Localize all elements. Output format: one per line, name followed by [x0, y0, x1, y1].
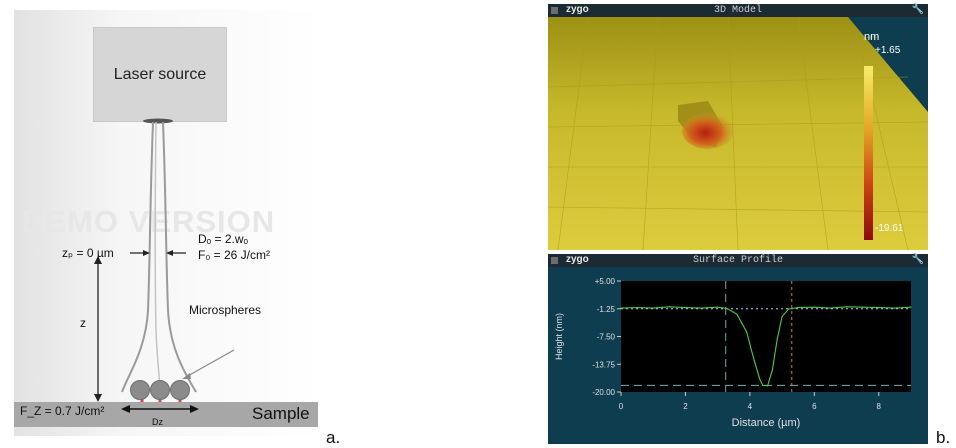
profile-title: Surface Profile [692, 255, 783, 266]
model-window: zygo 3D Model 🔧 [548, 4, 928, 250]
plot-area [621, 281, 911, 392]
laser-source-label: Laser source [113, 65, 207, 83]
x-tick-label: 2 [683, 402, 688, 411]
caption-a: a. [326, 428, 341, 447]
profile-point [717, 306, 719, 308]
profile-point [767, 385, 769, 387]
zp-label: zₚ = 0 µm [62, 246, 114, 260]
x-tick-label: 8 [877, 402, 882, 411]
profile-point [746, 331, 748, 333]
x-tick-label: 6 [812, 402, 817, 411]
profile-point [787, 308, 790, 310]
laser-source-box: Laser source [93, 27, 227, 122]
beam-diagram [94, 118, 235, 410]
profile-point [668, 306, 670, 308]
beam-right-edge [162, 121, 197, 393]
surface-3d-render [548, 17, 928, 250]
wrench-icon[interactable]: 🔧 [911, 255, 924, 266]
microsphere [150, 380, 170, 400]
dz-label: Dz [152, 417, 163, 427]
profile-titlebar: zygo Surface Profile 🔧 [548, 254, 928, 267]
sample-label: Sample [252, 404, 310, 423]
profile-point [726, 307, 728, 310]
profile-point [652, 307, 654, 309]
profile-point [829, 307, 832, 309]
microsphere [130, 380, 150, 400]
fz-label: F_Z = 0.7 J/cm² [20, 404, 105, 418]
profile-chart: +5.00 -1.25 -7.50 -13.75 -20.00 0 2 4 6 8Distance… [554, 277, 912, 429]
y-tick-label: -1.25 [597, 305, 616, 314]
microspheres-label: Microspheres [189, 303, 262, 317]
zygo-logo: zygo [566, 254, 589, 265]
profile-point [684, 307, 687, 309]
window-menu-icon[interactable] [551, 257, 558, 264]
profile-point [813, 306, 815, 308]
profile-point [797, 307, 799, 309]
y-tick-label: +5.00 [595, 277, 616, 286]
profile-point [862, 306, 864, 308]
profile-point [781, 315, 783, 318]
measurement-panel: zygo 3D Model 🔧 [548, 4, 950, 447]
demo-watermark: DEMO VERSION [22, 204, 276, 239]
x-tick-label: 0 [619, 402, 624, 411]
profile-point [845, 306, 848, 308]
colorbar-unit: nm [864, 31, 880, 43]
microsphere [170, 380, 190, 400]
y-tick-label: -7.50 [597, 333, 616, 342]
colorbar-min: -19.61 [875, 223, 904, 234]
x-axis-label: Distance (µm) [732, 417, 801, 429]
profile-series-line [620, 306, 912, 387]
sample-substrate [14, 402, 318, 427]
crater [682, 113, 734, 149]
y-axis-label: Height (nm) [554, 313, 564, 360]
profile-point [762, 384, 764, 386]
y-tick-label: -20.00 [592, 388, 615, 397]
y-tick-label: -13.75 [592, 360, 615, 369]
profile-point [771, 369, 774, 371]
profile-point [758, 378, 761, 380]
model-titlebar: zygo 3D Model 🔧 [548, 4, 928, 17]
colorbar [864, 66, 873, 240]
window-menu-icon[interactable] [551, 7, 558, 14]
model-title: 3D Model [713, 5, 762, 16]
z-label: z [80, 316, 86, 330]
profile-point [910, 306, 912, 308]
wrench-icon[interactable]: 🔧 [911, 5, 924, 16]
x-tick-label: 4 [748, 402, 753, 411]
dz-arrow-layer [121, 405, 199, 413]
profile-point [636, 307, 638, 309]
colorbar-max: +1.65 [875, 45, 901, 56]
fo-label: F₀ = 26 J/cm² [198, 248, 270, 262]
surface-plane [548, 17, 928, 250]
profile-point [894, 307, 896, 309]
profile-point [700, 307, 703, 309]
caption-b: b. [936, 428, 951, 447]
zygo-logo: zygo [566, 4, 589, 15]
lens-aperture [143, 118, 173, 124]
profile-point [878, 307, 880, 309]
beam-left-edge [121, 121, 154, 393]
profile-point [776, 338, 778, 340]
beam-center-line [154, 121, 161, 393]
profile-window: zygo Surface Profile 🔧 +5.00 -1.25 -7.50 -1… [548, 254, 928, 444]
profile-point [736, 313, 738, 315]
do-label: Dₒ = 2.wₒ [198, 232, 249, 246]
microspheres-pointer [185, 349, 235, 378]
profile-point [752, 355, 754, 358]
schematic-panel: DEMO VERSION Laser source [0, 0, 340, 448]
